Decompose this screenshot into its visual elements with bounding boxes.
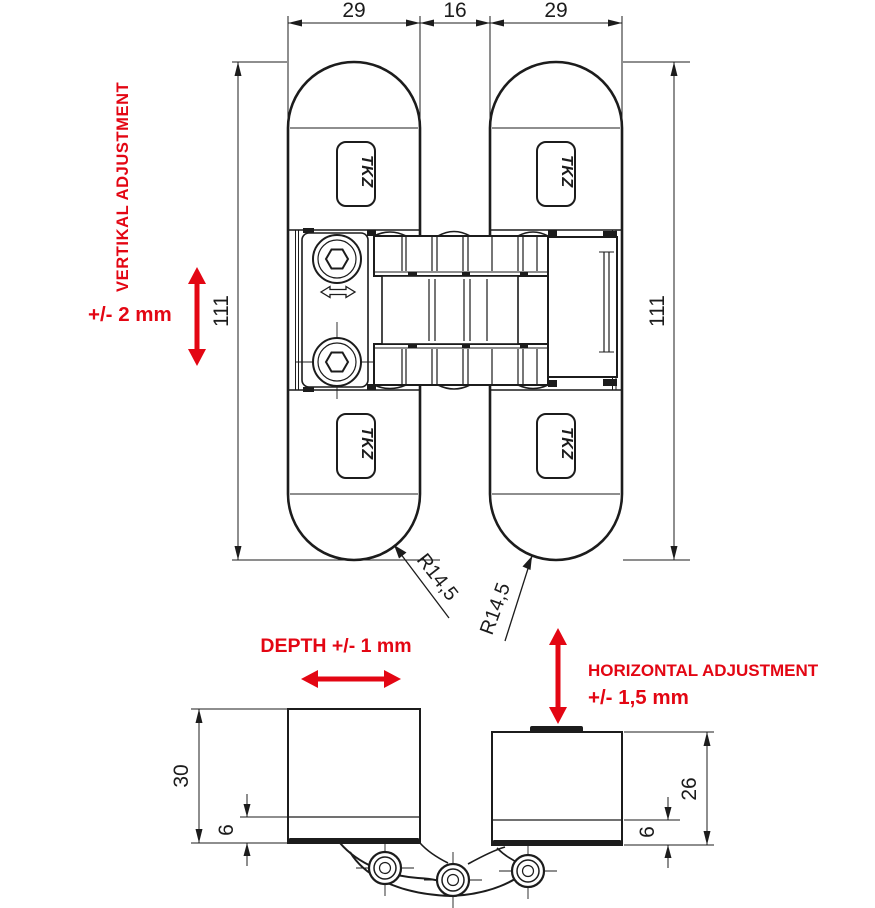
- hinge-linkage: [339, 840, 557, 908]
- right-bracket: [547, 230, 618, 387]
- depth-label: DEPTH +/- 1 mm: [260, 635, 411, 657]
- horizontal-adjustment-annotation: HORIZONTAL ADJUSTMENT +/- 1,5 mm: [549, 628, 819, 724]
- hinge-link-body: [373, 230, 549, 390]
- hex-socket-icon: [324, 248, 350, 270]
- dim-right-inset-label: 6: [636, 826, 659, 838]
- dim-height-left: 111: [210, 61, 440, 561]
- dim-left-height-label: 30: [170, 764, 193, 787]
- dim-top-widths: 29 16 29: [287, 0, 623, 130]
- depth-arrow-icon: [301, 670, 401, 688]
- vertical-adjustment-value: +/- 2 mm: [88, 303, 172, 326]
- radius-callout-left: R14,5: [393, 544, 462, 619]
- logo-badge-left-bottom: TKZ: [336, 413, 376, 479]
- dim-height-right-label: 111: [646, 295, 669, 327]
- radius-left-label: R14,5: [412, 550, 462, 606]
- vertical-adjustment-annotation: VERTIKAL ADJUSTMENT +/- 2 mm: [88, 82, 206, 366]
- dim-left-inset: 6: [215, 794, 287, 866]
- dim-width-left: 29: [342, 0, 365, 22]
- logo-badge-right-top: TKZ: [536, 141, 576, 207]
- link-top-ribs: [401, 237, 538, 271]
- right-side-view: [491, 726, 623, 846]
- dim-height-left-label: 111: [210, 295, 233, 327]
- radius-callout-right: R14,5: [476, 555, 533, 642]
- dim-left-inset-label: 6: [215, 824, 238, 836]
- adjustment-screw-top: [312, 234, 362, 284]
- horizontal-adjustment-label: HORIZONTAL ADJUSTMENT: [588, 661, 819, 680]
- logo-text: TKZ: [358, 427, 375, 460]
- pivot-right: [499, 843, 557, 899]
- pivot-left: [356, 840, 414, 896]
- dim-right-inset: 6: [624, 797, 680, 868]
- logo-text: TKZ: [358, 155, 375, 188]
- dim-left-height: 30: [170, 708, 287, 844]
- dim-width-right: 29: [544, 0, 567, 22]
- dim-right-height-label: 26: [678, 777, 701, 800]
- pivot-center: [424, 852, 482, 908]
- horizontal-adjustment-arrow-icon: [549, 628, 567, 724]
- link-bottom-ribs: [401, 349, 538, 384]
- link-middle-ribs: [428, 279, 488, 341]
- dim-gap: 16: [443, 0, 466, 22]
- logo-badge-right-bottom: TKZ: [536, 413, 576, 479]
- vertical-adjustment-arrow-icon: [188, 267, 206, 366]
- horizontal-adjustment-value: +/- 1,5 mm: [588, 686, 689, 709]
- vertical-adjustment-label: VERTIKAL ADJUSTMENT: [114, 82, 132, 292]
- logo-text: TKZ: [558, 155, 575, 188]
- logo-text: TKZ: [558, 427, 575, 460]
- depth-annotation: DEPTH +/- 1 mm: [260, 635, 412, 688]
- front-view: TKZ TKZ TKZ TKZ: [88, 0, 690, 642]
- logo-badge-left-top: TKZ: [336, 141, 376, 207]
- hinge-mechanism: [289, 228, 621, 399]
- depth-adjust-arrow-icon: [319, 285, 357, 299]
- dim-height-right: 111: [623, 61, 690, 561]
- left-side-view: [287, 708, 421, 844]
- side-views: DEPTH +/- 1 mm HORIZONTAL ADJUSTMENT +/-…: [170, 628, 819, 908]
- hex-socket-icon: [324, 351, 350, 373]
- adjustment-screw-bottom: [296, 322, 378, 399]
